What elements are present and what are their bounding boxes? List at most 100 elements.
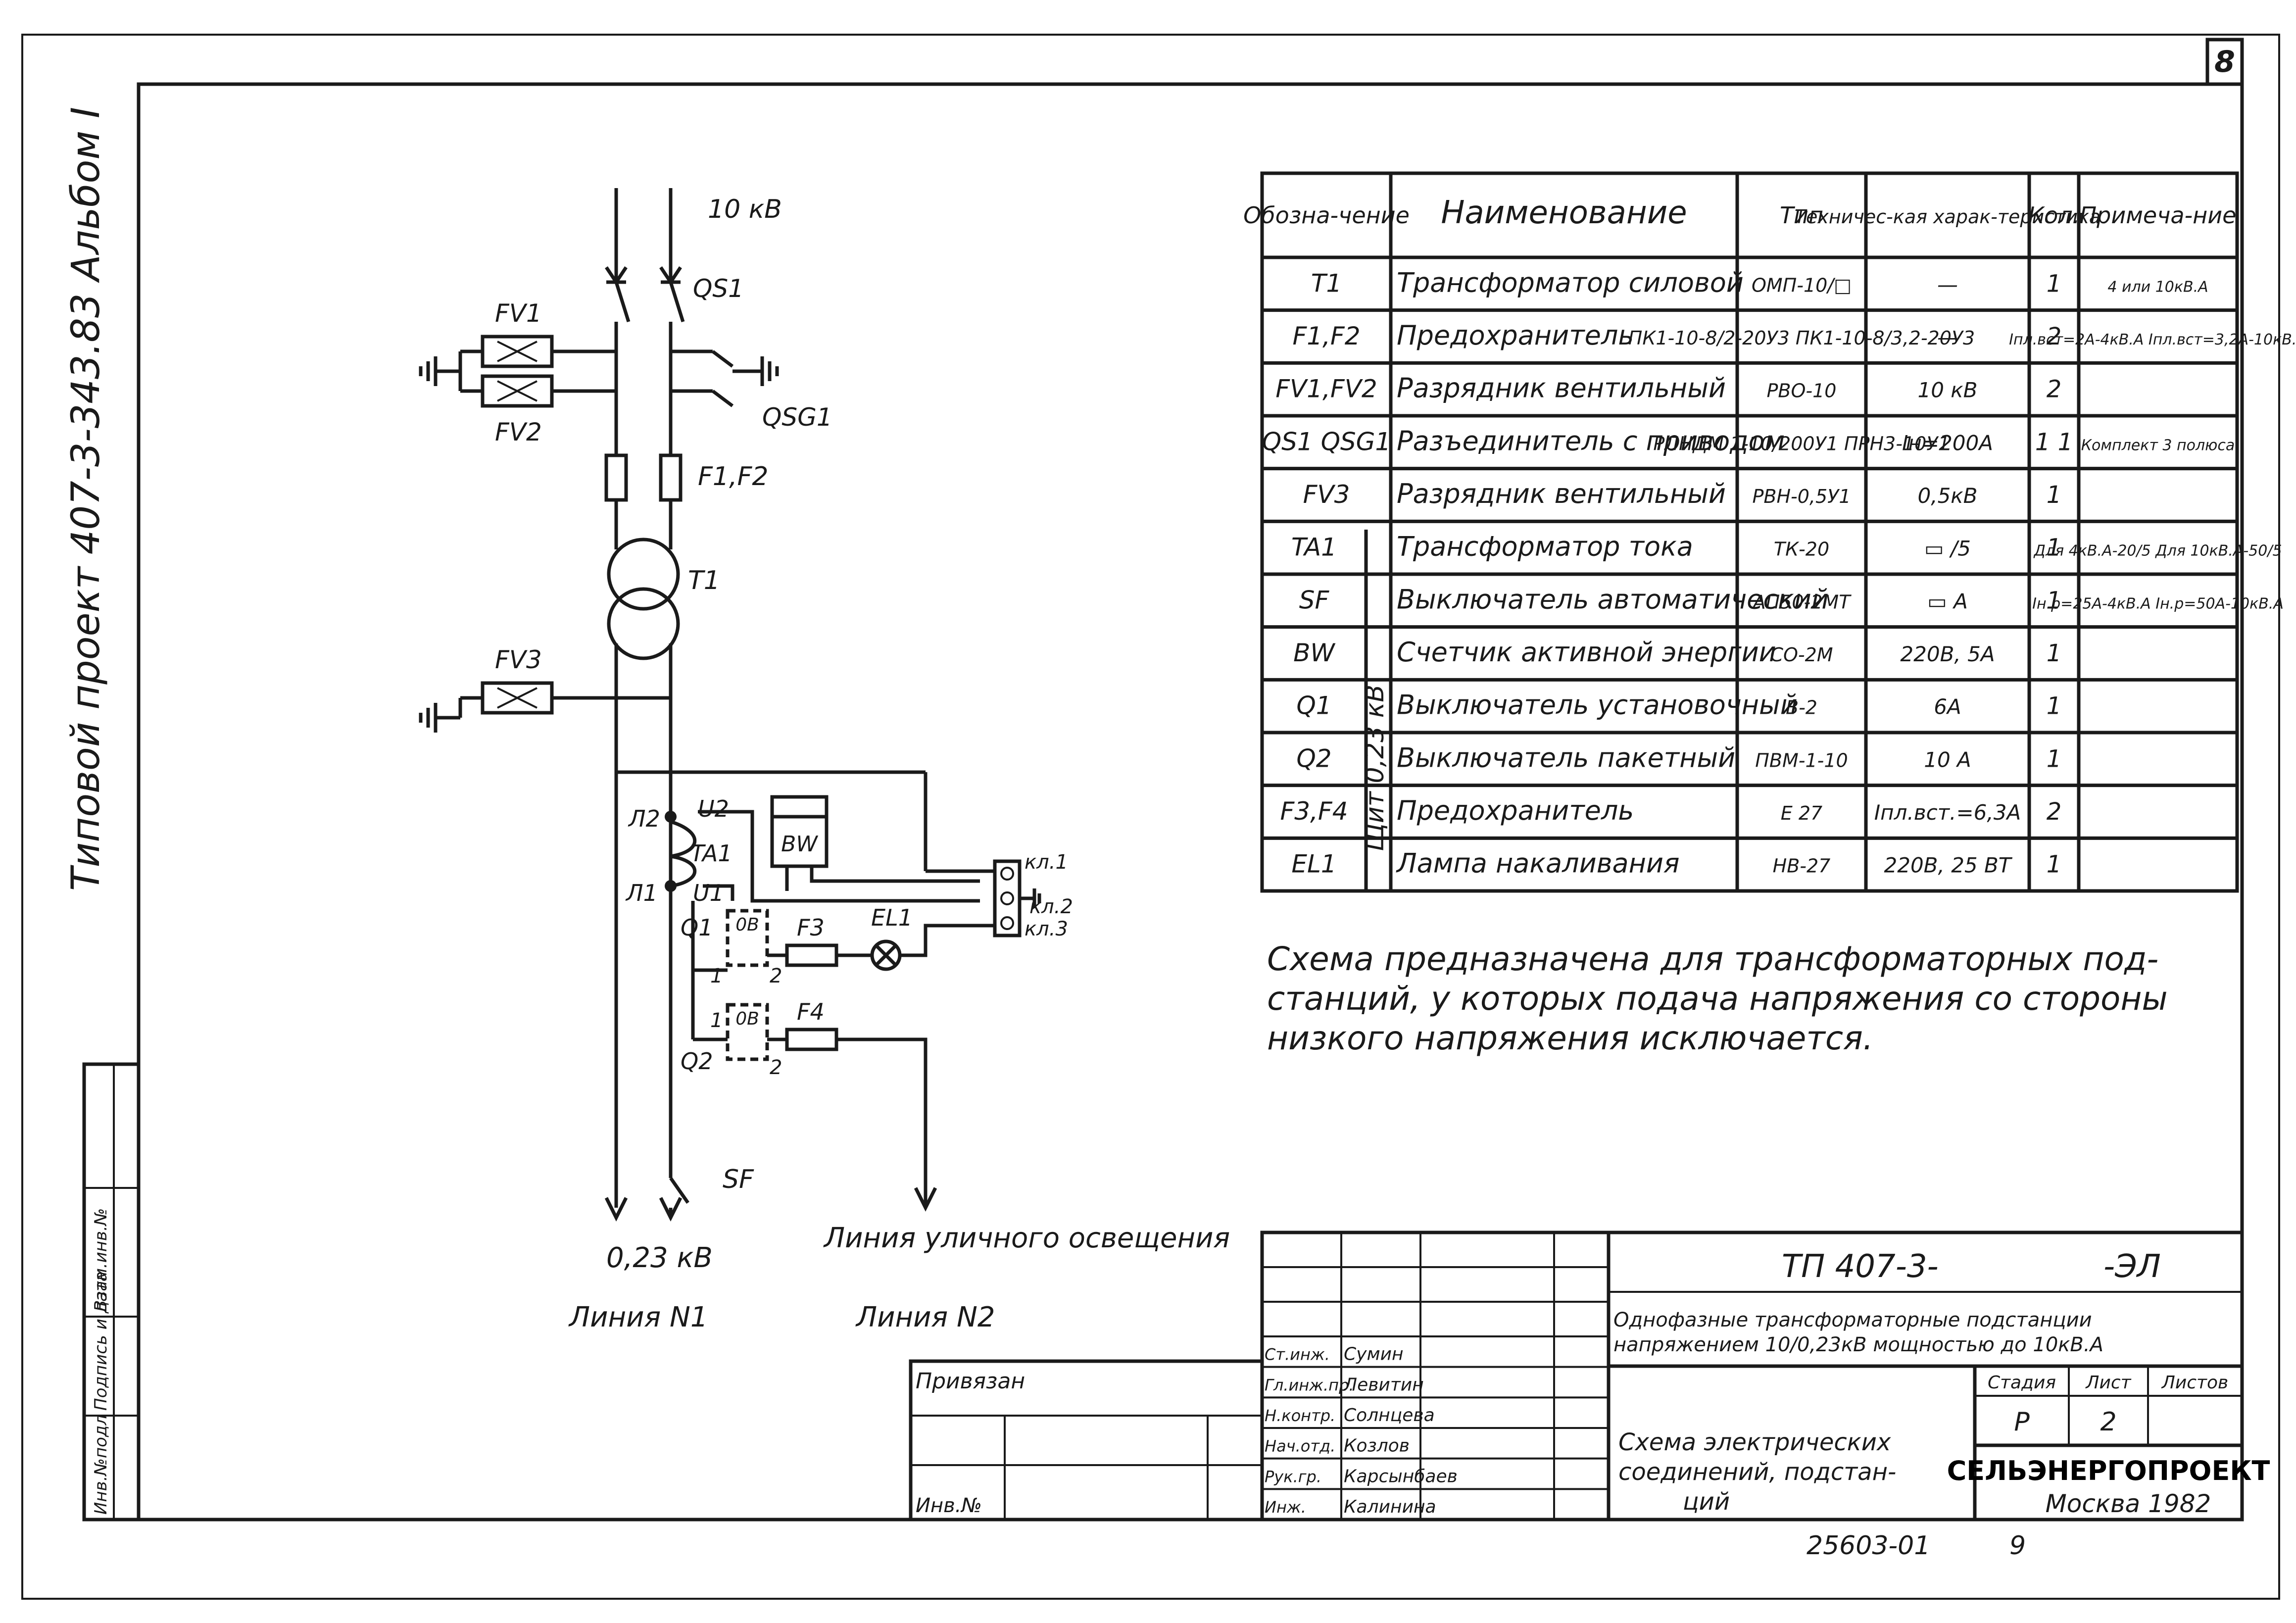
table-cell: 1 [2047,639,2062,667]
table-cell: ▭ /5 [1924,537,1971,561]
table-cell: Выключатель пакетный [1397,742,1735,773]
ground-qsg1 [760,356,779,386]
inv-label: Инв.№ [916,1494,982,1517]
note-line-2: станций, у которых подача напряжения со … [1267,980,2168,1018]
table-cell: Трансформатор тока [1397,531,1693,562]
table-cell: Выключатель автоматический [1397,584,1829,615]
line2-caption: Линия уличного освещения [823,1222,1230,1254]
table-cell: 1 [2047,745,2062,773]
table-cell: Трансформатор силовой [1397,267,1744,298]
table-cell: 1 1 [2035,428,2073,456]
table-cell: СО-2М [1770,644,1833,666]
switch-q1 [726,909,769,967]
label-f4: F4 [797,998,825,1025]
label-ta1: TA1 [690,840,733,867]
table-cell: 1 [2047,587,2062,614]
label-q2: Q2 [681,1048,713,1075]
table-cell: РЛНДМ 1-10/200У1 ПРН3-10У1 [1653,433,1950,454]
stamp-inv: Инв.№подл [91,1415,111,1515]
table-cell: 1 [2047,270,2062,297]
side-stamp: Инв.№подл Подпись и дата Взам.инв.№ [82,1062,141,1522]
table-cell: ПК1-10-8/2-20У3 ПК1-10-8/3,2-20У3 [1628,327,1975,349]
city-year: Москва 1982 [2046,1489,2211,1518]
table-cell: ПВМ-1-10 [1755,749,1848,771]
table-cell: — [1937,325,1958,349]
table-header: Наименование [1441,195,1687,231]
table-cell: 1 [2047,534,2062,562]
ground-fv12 [419,356,438,386]
label-q1-pin1: 1 [710,965,723,987]
table-cell: TA1 [1291,533,1337,562]
qs1-blade-right [669,281,685,323]
table-cell: ОМП-10/□ [1752,274,1852,296]
line2-arrow [914,1187,937,1212]
signature-role: Инж. [1265,1498,1306,1517]
sheet-number: 8 [2214,45,2235,79]
label-t1: T1 [688,566,720,595]
fuse-f1 [604,453,628,502]
sheet-value: 2 [2100,1407,2116,1437]
label-bw: BW [781,832,818,857]
table-header: Техничес-кая харак-теристика [1795,206,2101,228]
table-cell: 1 [2047,851,2062,879]
line1-name: Линия N1 [568,1301,708,1333]
table-cell: 6А [1934,695,1961,719]
doc-code: ТП 407-3- [1782,1248,1939,1285]
table-cell: Q2 [1296,744,1331,773]
label-q1-pin2: 2 [770,965,782,987]
table-cell: Iн.р=25А-4кВ.А Iн.р=50А-10кВ.А [2032,595,2284,612]
stage-header: Стадия [1988,1373,2056,1393]
sheet-title-3: ций [1683,1488,1730,1516]
table-cell: 2 [2047,798,2062,826]
table-cell: 1 [2047,481,2062,509]
table-cell: Iн=200А [1902,431,1993,455]
label-fv1: FV1 [495,299,542,328]
title-block: Ст.инж.СуминГл.инж.пр.ЛевитинН.контр.Сол… [909,1230,2270,1522]
label-qs1: QS1 [693,274,744,303]
table-cell: F3,F4 [1280,797,1348,826]
table-cell: 4 или 10кВ.А [2107,278,2208,295]
table-cell: — [1937,272,1958,296]
ground-kl2 [1020,888,1041,908]
bound-label: Привязан [916,1369,1025,1394]
fuse-f2 [659,453,683,502]
archive-number: 25603-01 [1807,1531,1930,1561]
note-line-3: низкого напряжения исключается. [1267,1019,1873,1057]
stamp-signature: Подпись и дата [91,1271,111,1411]
signature-name: Калинина [1344,1497,1436,1517]
fuse-f3 [785,943,838,967]
ground-fv3 [419,703,438,733]
label-l2: Л2 [628,805,660,832]
signature-role: Рук.гр. [1265,1467,1321,1486]
table-cell: 10 кВ [1918,378,1978,402]
signature-name: Сумин [1344,1344,1404,1365]
fuse-f4 [785,1028,838,1051]
table-cell: АП50-2МТ [1752,591,1852,613]
table-cell: 10 А [1924,747,1971,772]
signature-name: Солнцева [1344,1405,1435,1426]
breaker-sf [669,1177,689,1204]
sheet-header: Лист [2085,1373,2131,1393]
table-cell: BW [1293,639,1335,667]
table-cell: FV3 [1303,480,1350,509]
table-cell: Q1 [1296,691,1331,720]
table-cell: Комплект 3 полюса [2081,437,2235,454]
node-l2 [665,811,677,823]
signature-name: Карсынбаев [1344,1466,1458,1486]
label-qsg1: QSG1 [762,403,832,432]
table-cell: НВ-27 [1773,855,1831,877]
signature-role: Ст.инж. [1265,1345,1330,1364]
label-f3: F3 [797,914,825,941]
table-cell: Разъединитель с приводом [1397,425,1785,456]
table-cell: РВН-0,5У1 [1752,486,1851,507]
table-cell: 2 [2047,376,2062,403]
project-title-2: напряжением 10/0,23кВ мощностью до 10кВ.… [1613,1333,2103,1356]
table-cell: F1,F2 [1292,322,1360,350]
switch-q2 [726,1003,769,1061]
label-q1: Q1 [681,914,713,941]
note: Схема предназначена для трансформаторных… [1267,940,2168,1057]
group-label: Щит 0,23 кВ [1360,685,1390,851]
outer-border [21,34,2280,1600]
table-header: Примеча-ние [2080,202,2237,229]
line1-voltage: 0,23 кВ [606,1242,713,1274]
